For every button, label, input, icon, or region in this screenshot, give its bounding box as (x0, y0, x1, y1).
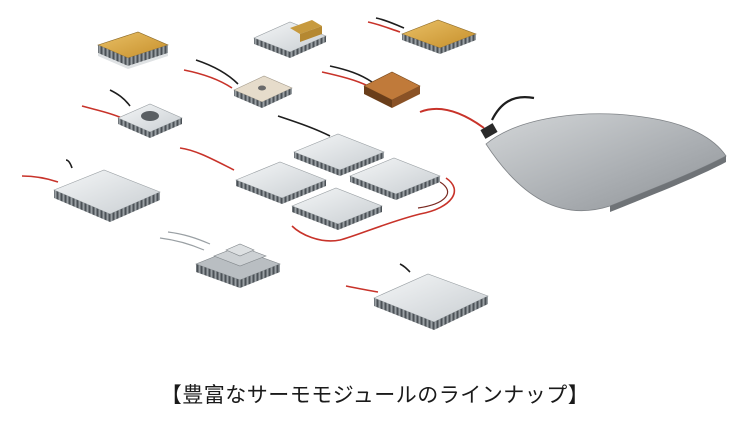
thermo-module-copper-finned (321, 65, 421, 108)
thermo-module-quad-array (179, 115, 456, 242)
thermo-module-multistage (159, 231, 281, 288)
thermo-module-large-bottom (345, 263, 489, 330)
thermo-module-white-stacked (253, 20, 327, 58)
thermo-module-center-small (183, 59, 293, 108)
thermo-module-ring (81, 89, 183, 138)
image-caption: 【豊富なサーモモジュールのラインナップ】 (160, 383, 590, 407)
thermo-module-gold-small (97, 31, 169, 69)
thermo-module-large-left (21, 159, 161, 222)
flexible-thermo-module (419, 96, 727, 212)
thermo-module-gold-wired (367, 17, 477, 54)
thermo-module-lineup-photo (21, 17, 727, 330)
